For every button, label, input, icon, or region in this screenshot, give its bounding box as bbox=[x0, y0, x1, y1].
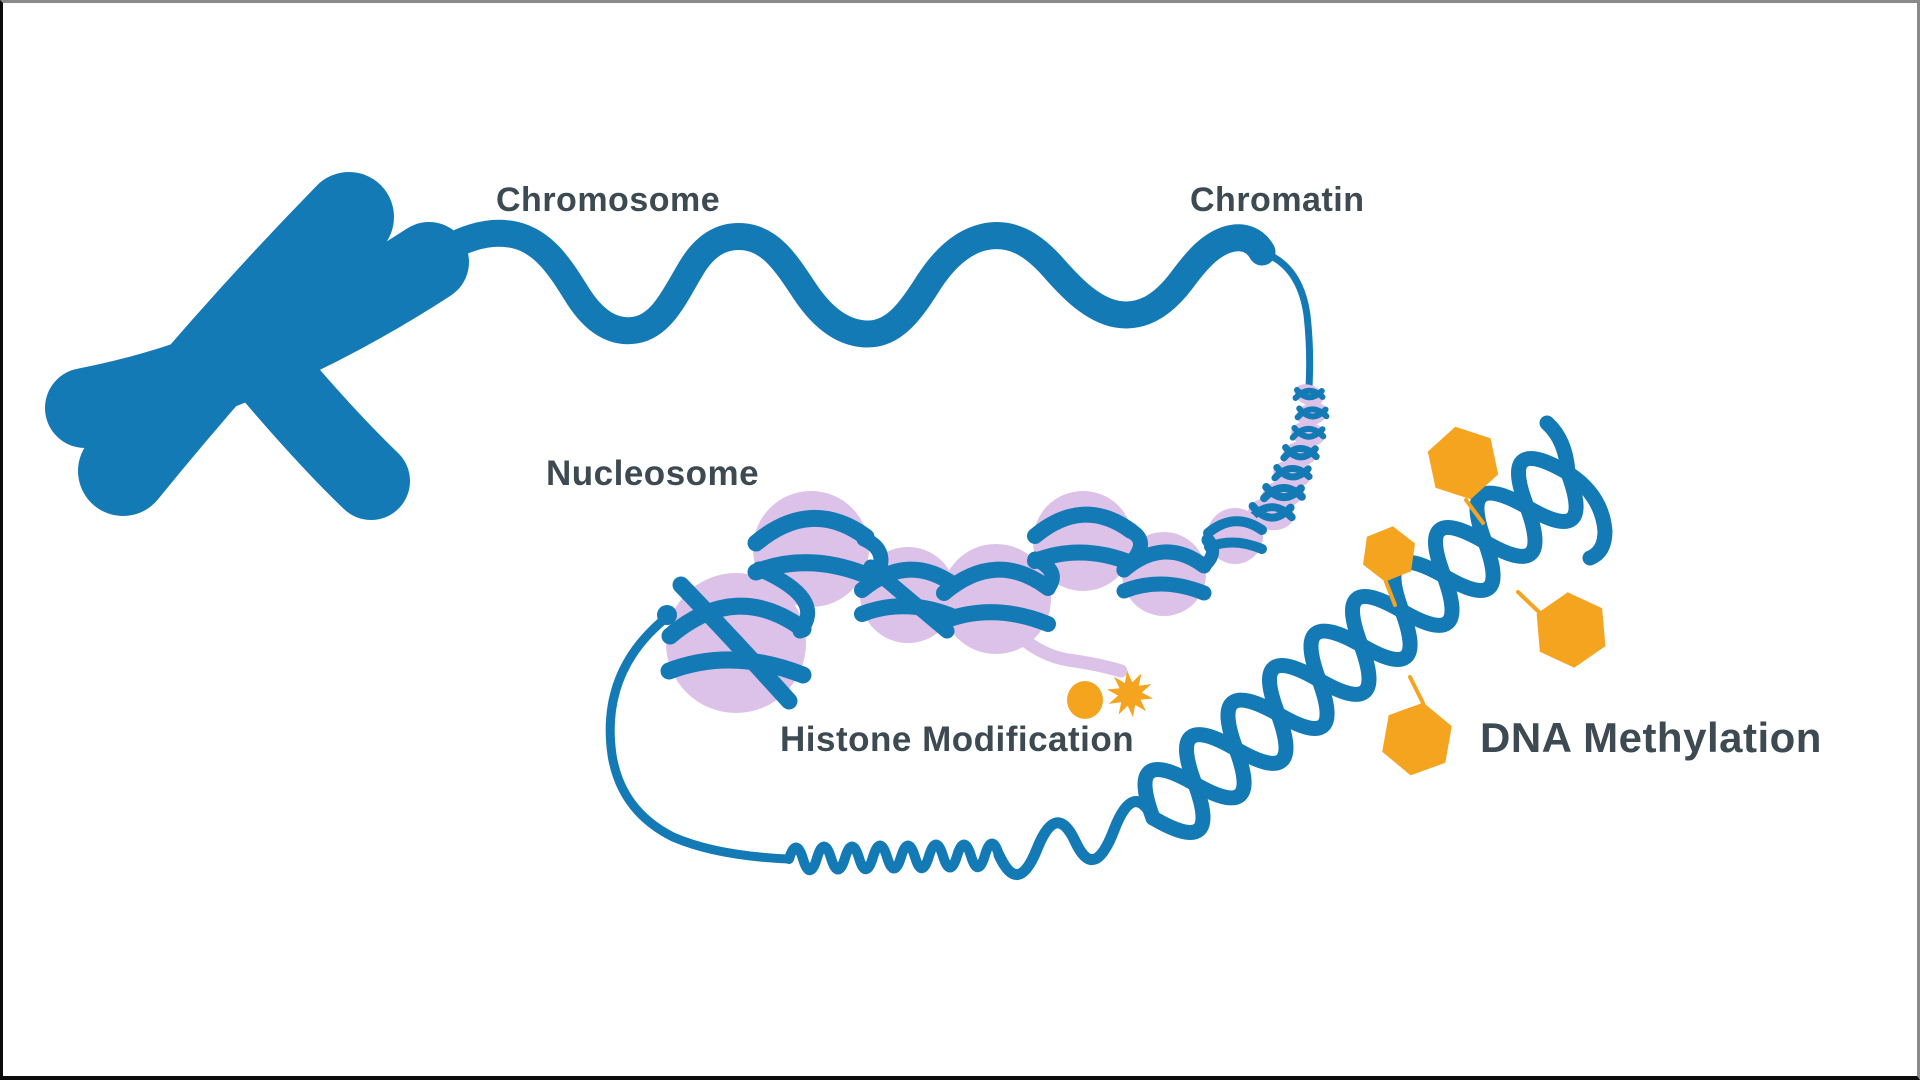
histone-tail bbox=[1006, 623, 1128, 678]
dna-wrap-arc bbox=[1291, 425, 1326, 440]
chromosome-arm bbox=[222, 322, 410, 520]
chromatin-label: Chromatin bbox=[1190, 181, 1365, 219]
dna-wrap-arc bbox=[1273, 464, 1312, 481]
nucleosome-label: Nucleosome bbox=[546, 454, 760, 493]
methyl-hexagon-icon bbox=[1363, 526, 1415, 582]
dna-wrap-arc bbox=[1027, 506, 1139, 544]
dna-wrap-arc bbox=[747, 510, 875, 552]
methyl-stem bbox=[1464, 498, 1485, 525]
chromosome-figure bbox=[45, 172, 469, 520]
methyl-stem bbox=[1408, 675, 1425, 705]
dna-wrap-arc bbox=[672, 576, 798, 710]
dna-wrap-arc bbox=[1296, 405, 1329, 420]
illustration-canvas bbox=[45, 172, 1613, 880]
dna-linker bbox=[1027, 551, 1060, 596]
dna-wrap-arc bbox=[1248, 502, 1295, 522]
histone-mark-starburst-icon bbox=[1106, 670, 1154, 718]
nucleosome-string-figure bbox=[657, 491, 1267, 713]
linker-dna-arc bbox=[605, 612, 794, 864]
methyl-hexagon-icon bbox=[1536, 592, 1606, 668]
methyl-hexagon-icon bbox=[1427, 426, 1499, 500]
dna-wrap-arc bbox=[660, 651, 812, 684]
dna-wrap-arc bbox=[1262, 483, 1305, 502]
dna-wrap-arc bbox=[1203, 516, 1267, 538]
dna-wrap-arc bbox=[661, 597, 812, 645]
histone-modification-marks bbox=[1006, 623, 1154, 719]
histone-modification-label: Histone Modification bbox=[780, 720, 1135, 759]
chromosome-label: Chromosome bbox=[496, 181, 721, 219]
methyl-stem bbox=[1516, 590, 1542, 615]
dna-methylation-label: DNA Methylation bbox=[1480, 714, 1822, 761]
helix-transition-loops bbox=[993, 796, 1159, 880]
strand-taper bbox=[1258, 248, 1314, 391]
dna-linker bbox=[856, 531, 889, 586]
dna-methylation-marks bbox=[1363, 426, 1606, 776]
chromatin-strand-wave bbox=[414, 219, 1314, 391]
helix-strand-tip bbox=[1560, 465, 1613, 566]
chromatin-bead-wraps bbox=[1246, 387, 1330, 523]
methyl-stem bbox=[1384, 580, 1397, 607]
chromatin-fiber-figure bbox=[1246, 384, 1330, 531]
helix-strand bbox=[1137, 465, 1584, 826]
wavy-strand bbox=[414, 219, 1276, 348]
dna-linker bbox=[751, 561, 816, 639]
dna-linker bbox=[1116, 523, 1148, 578]
supercoil-squiggle bbox=[784, 838, 1004, 876]
dna-helix-figure bbox=[605, 415, 1613, 880]
dna-wrap-arc bbox=[1282, 444, 1319, 461]
dna-linker bbox=[1197, 533, 1220, 573]
dna-wrap-arc bbox=[1294, 387, 1325, 401]
dna-wrap-arc bbox=[1116, 576, 1212, 601]
histone-mark-dot-icon bbox=[1067, 681, 1103, 719]
nucleosome-dna-wraps bbox=[657, 506, 1267, 710]
methyl-hexagon-icon bbox=[1382, 702, 1452, 776]
